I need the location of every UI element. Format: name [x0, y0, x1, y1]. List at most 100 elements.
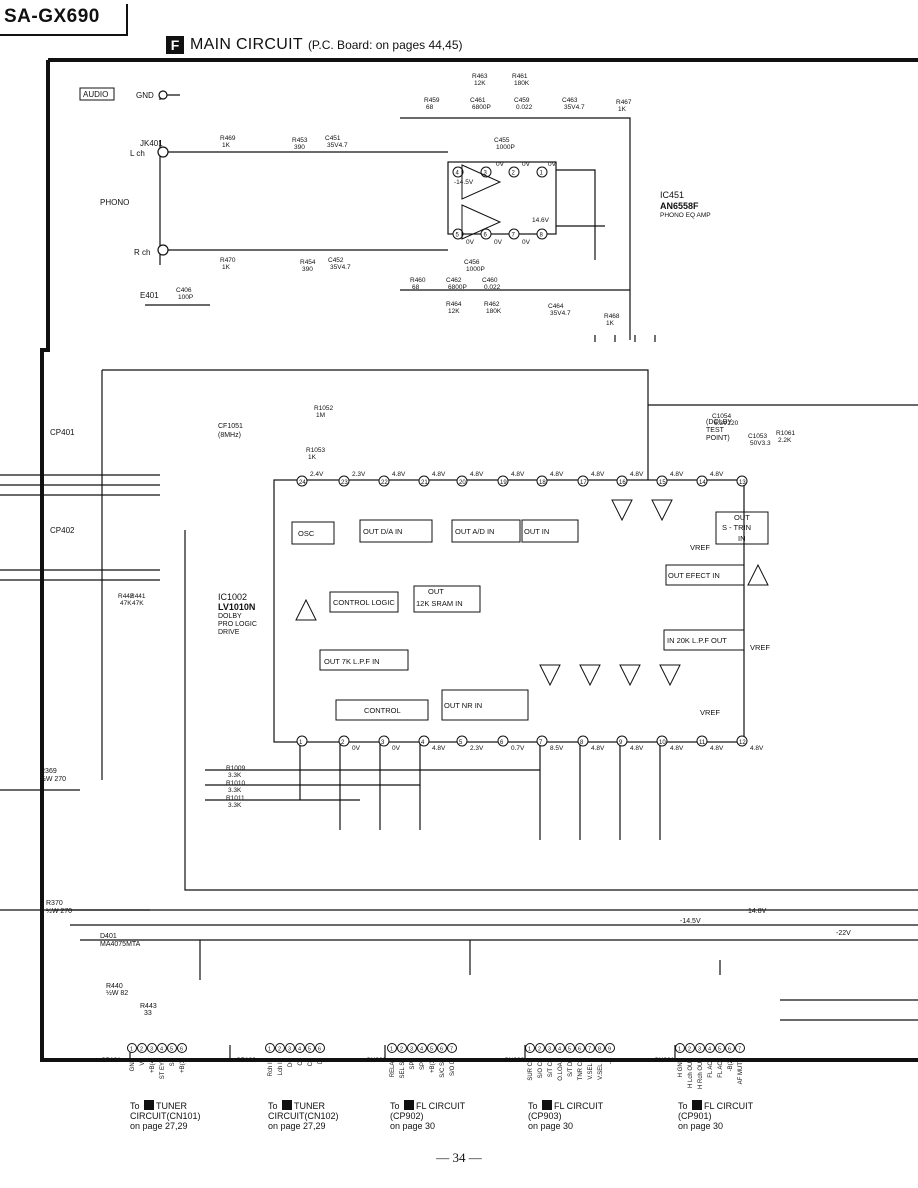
- d401-label: D401: [100, 933, 117, 940]
- component-ref: R1009: [226, 765, 246, 772]
- ic1002-desc-2: PRO LOGIC: [218, 621, 257, 628]
- ic1002-bottom-voltage: 4.8V: [670, 745, 684, 752]
- ic1002-pin: [378, 735, 390, 747]
- ic1002-top-voltage: 4.8V: [470, 471, 484, 478]
- lpf7k-block: [319, 649, 409, 671]
- ic1002-amp-3: [579, 664, 601, 687]
- ic1002-pin: [296, 475, 308, 487]
- component-value: 100P: [178, 294, 193, 301]
- component-value: 3.3K: [228, 772, 242, 779]
- cf1051-freq: (8MHz): [218, 432, 241, 439]
- cp102-pin-name: Rch IN: [268, 1058, 274, 1076]
- ic1002-pin: [456, 735, 468, 747]
- component-value: 0.022: [516, 104, 533, 111]
- component-value: 12K: [474, 80, 486, 87]
- ic1002-pin-number: 4: [421, 740, 425, 746]
- rch-jack-icon: [157, 244, 169, 256]
- cn903-pin-name: TNR CE: [578, 1058, 584, 1080]
- r370-value: ½W 270: [46, 907, 72, 915]
- component-ref: R1053: [306, 447, 326, 454]
- cn902-pin-number: 2: [400, 1047, 403, 1053]
- cn903-pin-number: 1: [528, 1047, 531, 1053]
- ic1002-pin: [577, 475, 589, 487]
- ic1002-pin: [577, 735, 589, 747]
- ic1002-amp-6: [611, 499, 633, 522]
- upper-bus: [101, 369, 649, 780]
- cn902-pin-number: 4: [420, 1047, 423, 1053]
- sram-label: 12K SRAM IN: [416, 599, 463, 608]
- component-value: 180K: [514, 80, 530, 87]
- cn902-pin-number: 3: [410, 1047, 413, 1053]
- cn901-pin-number: 5: [718, 1047, 721, 1053]
- cn903-pin-name: S/O CK: [538, 1058, 544, 1078]
- wiring: [0, 58, 918, 1062]
- component-value: 35V4.7: [564, 104, 585, 111]
- phono-signal-lines: [160, 151, 448, 251]
- abcd-taps: [594, 335, 656, 342]
- cp101-pin-number: 5: [170, 1047, 173, 1053]
- component-ref: R454: [300, 259, 316, 266]
- cn903-pin-number: 2: [538, 1047, 541, 1053]
- ic451-opamp-b: [461, 164, 502, 200]
- nr-block: [441, 689, 529, 721]
- dolby-test-1: (DOLBY: [706, 419, 732, 426]
- jacks: [157, 90, 169, 256]
- component-ref: R1052: [314, 405, 334, 412]
- ic-bottom-pins: [299, 740, 661, 840]
- cn903-pin: [595, 1043, 605, 1053]
- cp102-pin: [275, 1043, 285, 1053]
- ic1002-bottom-voltage: 4.8V: [710, 745, 724, 752]
- cp102-pin: [295, 1043, 305, 1053]
- cp102-dest-name: TUNER: [294, 1101, 325, 1111]
- section-title: F MAIN CIRCUIT (P.C. Board: on pages 44,…: [166, 34, 462, 56]
- cp101-dest-to: To: [130, 1101, 140, 1111]
- ic1002-bottom-voltage: 8.5V: [550, 745, 564, 752]
- cp402-label: CP402: [50, 526, 75, 535]
- ic1002-top-voltage: 2.4V: [310, 471, 324, 478]
- cp101-dest-name: TUNER: [156, 1101, 187, 1111]
- component-value: 1000P: [466, 266, 485, 273]
- cn903-pin-name: SUR CE: [528, 1058, 534, 1081]
- cn903-pin-number: 7: [588, 1047, 591, 1053]
- cn902-pin: [387, 1043, 397, 1053]
- cp101-pin-name: +B(4): [150, 1058, 156, 1073]
- frame-bus: [40, 60, 918, 1062]
- ic451-part: AN6558F: [660, 201, 699, 211]
- ic451-name: IC451: [660, 190, 684, 200]
- dolby-test-2: TEST: [706, 427, 725, 434]
- ic1002-top-voltage: 4.8V: [630, 471, 644, 478]
- cn903-pin-name: V.SEL A: [588, 1058, 594, 1080]
- cn903-pin: [575, 1043, 585, 1053]
- cp102-dest-badge-letter: A: [284, 1102, 290, 1111]
- component-value: 3.3K: [228, 787, 242, 794]
- r369-label: R369: [40, 768, 57, 775]
- r370-label: R370: [46, 900, 63, 907]
- rch-label: R ch: [134, 248, 150, 257]
- component-ref: R1010: [226, 780, 246, 787]
- component-ref: R453: [292, 137, 308, 144]
- cn903-pin: [535, 1043, 545, 1053]
- lpf20k-block: [663, 629, 745, 651]
- ic1002-amp-4: [619, 664, 641, 687]
- cn903-pin-number: 9: [608, 1047, 611, 1053]
- vref-label-2: VREF: [750, 643, 770, 652]
- component-ref: R441: [130, 593, 146, 600]
- ic1002-pin-number: 16: [619, 480, 626, 486]
- osc-label: OSC: [298, 529, 315, 538]
- cp102-dest-circuit: CIRCUIT(CN102): [268, 1111, 339, 1121]
- lch-jack-icon: [157, 146, 169, 158]
- component-ref: R442: [118, 593, 134, 600]
- strin-label-2: S - TRIN: [722, 523, 751, 532]
- ic1002-bottom-voltage: 0V: [352, 745, 361, 752]
- cn902-dest-to: To: [390, 1101, 400, 1111]
- gnd-terminal-icon: [158, 90, 168, 100]
- ic1002-bottom-voltage: 4.8V: [750, 745, 764, 752]
- component-ref: R461: [512, 73, 528, 80]
- component-value: 47K: [120, 600, 132, 607]
- jk401-label: JK401: [140, 139, 163, 148]
- cp102-pin-number: 6: [318, 1047, 321, 1053]
- e401-label: E401: [140, 291, 159, 300]
- lpf7k-label: OUT 7K L.P.F IN: [324, 657, 380, 666]
